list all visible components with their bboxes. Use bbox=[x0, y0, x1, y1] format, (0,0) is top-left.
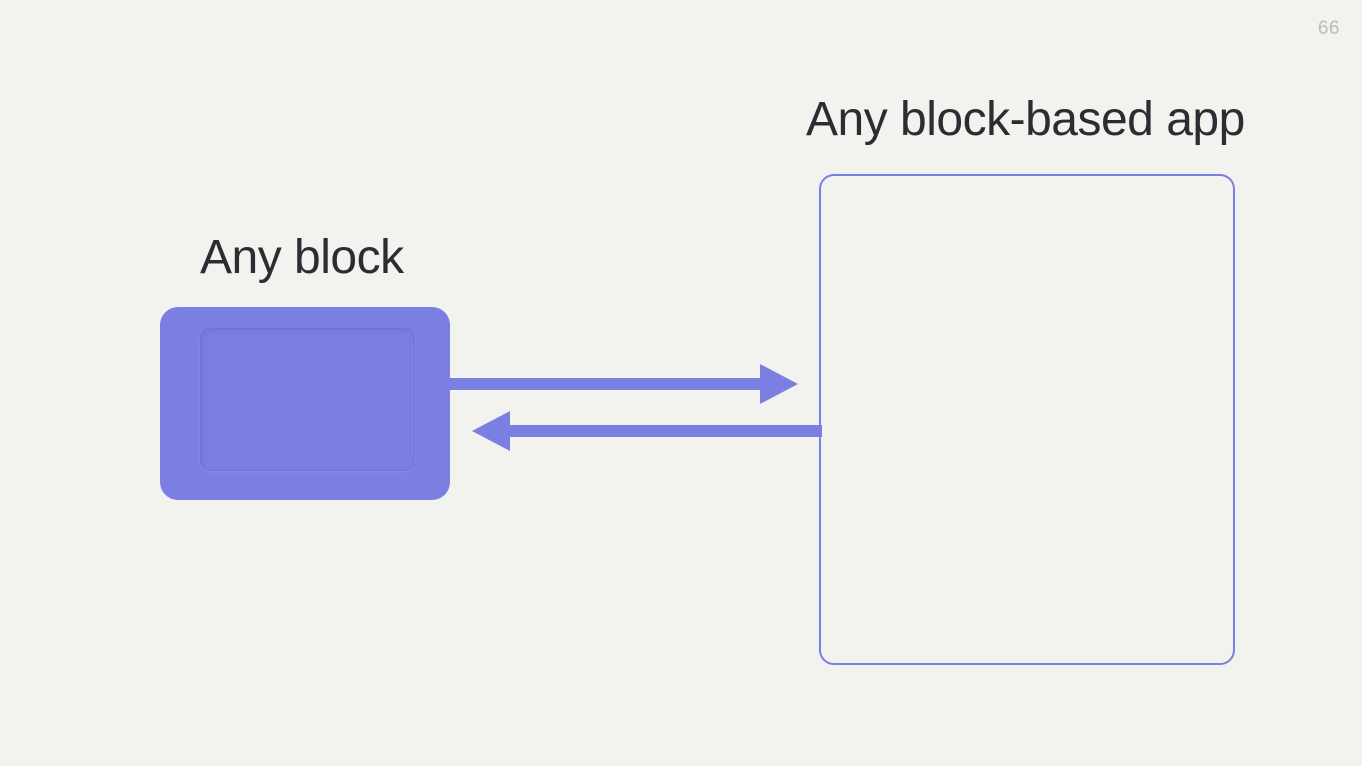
page-number: 66 bbox=[1317, 18, 1340, 39]
block-title-label: Any block bbox=[200, 231, 404, 284]
arrow-right-icon bbox=[448, 364, 798, 404]
app-title-label: Any block-based app bbox=[806, 93, 1245, 146]
arrow-app-to-block bbox=[470, 409, 822, 453]
block-inner-inset bbox=[200, 328, 415, 471]
any-block-based-app-frame bbox=[819, 174, 1235, 665]
arrow-left-icon bbox=[472, 411, 822, 451]
any-block-shape bbox=[160, 307, 450, 500]
arrow-block-to-app bbox=[448, 362, 800, 406]
